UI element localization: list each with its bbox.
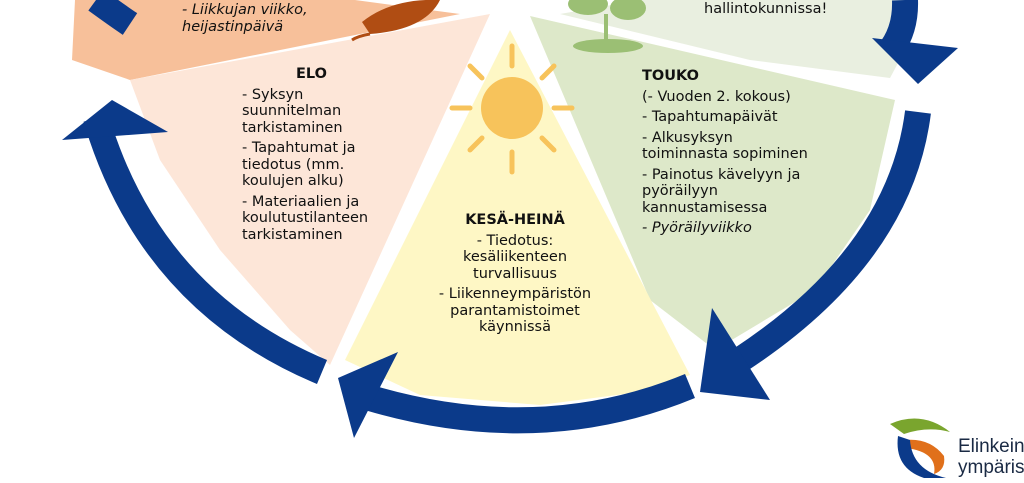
heinakuu-segment-text: - Liikkujan viikko, heijastinpäivä (182, 2, 308, 35)
logo-line-2: ympäristö (958, 457, 1024, 478)
elo-item-2-line-2: tiedotus (mm. (242, 156, 345, 173)
touko-item-3: - Alkusyksyn toiminnasta sopiminen (642, 130, 808, 163)
elo-item-1: - Syksyn suunnitelman tarkistaminen (242, 87, 368, 137)
arrow-bottom (366, 373, 695, 434)
touko-item-3-line-1: - Alkusyksyn (642, 129, 733, 146)
kesa-heina-item-2-line-1: - Liikenneympäristön (438, 286, 592, 302)
arrow-right (732, 110, 931, 371)
touko-item-3-line-2: toiminnasta sopiminen (642, 146, 808, 162)
elo-item-1-line-3: tarkistaminen (242, 119, 343, 136)
kesa-heina-item-2-line-3: käynnissä (478, 319, 551, 335)
elo-item-3-line-1: - Materiaalien ja (242, 193, 360, 210)
arrow-head-top-right (872, 38, 958, 84)
autumn-leaf-icon (351, 0, 440, 42)
kesa-heina-title: KESÄ-HEINÄ (465, 212, 565, 228)
touko-item-2-line-1: - Tapahtumapäivät (642, 109, 778, 125)
elo-item-2-line-3: koulujen alku) (242, 173, 344, 189)
touko-item-4-line-1: - Painotus kävelyyn ja (642, 166, 801, 183)
ely-logo-text: Elinkeino- ympäristö (958, 436, 1024, 478)
elo-title: ELO (296, 66, 327, 82)
kesa-heina-item-1-line-1: - Tiedotus: (476, 232, 554, 249)
touko-item-4: - Painotus kävelyyn ja pyöräilyyn kannus… (642, 167, 808, 217)
heinakuu-line-1: - Liikkujan viikko, (182, 2, 308, 18)
segment-elo (130, 14, 490, 365)
touko-item-1-line-1: (- Vuoden 2. kokous) (642, 88, 791, 105)
touko-segment: TOUKO (- Vuoden 2. kokous) - Tapahtumapä… (642, 68, 808, 237)
ely-logo-icon (890, 418, 950, 478)
arrow-top-left (88, 0, 138, 35)
kesa-heina-item-1-line-3: turvallisuus (473, 265, 557, 282)
kesa-heina-item-2-line-2: parantamistoimet (450, 302, 580, 319)
elo-item-3: - Materiaalien ja koulutustilanteen tark… (242, 194, 368, 244)
touko-title: TOUKO (642, 68, 699, 84)
kesa-heina-segment: KESÄ-HEINÄ - Tiedotus: kesäliikenteen tu… (420, 212, 610, 336)
sun-icon (449, 43, 575, 175)
sprout-icon (568, 0, 646, 53)
elo-item-2: - Tapahtumat ja tiedotus (mm. koulujen a… (242, 140, 368, 190)
top-right-line: hallintokunnissa! (704, 1, 828, 17)
touko-item-1: (- Vuoden 2. kokous) (642, 89, 808, 106)
touko-item-4-line-2: pyöräilyyn (642, 183, 718, 199)
elo-segment: ELO - Syksyn suunnitelman tarkistaminen … (242, 66, 368, 243)
kesa-heina-item-1: - Tiedotus: kesäliikenteen turvallisuus (420, 233, 610, 283)
heinakuu-line-2: heijastinpäivä (182, 18, 284, 35)
arrow-left (83, 114, 328, 384)
segment-touko (530, 16, 895, 350)
arrow-head-right (700, 308, 770, 400)
elo-item-3-line-2: koulutustilanteen (242, 210, 369, 226)
touko-item-2: - Tapahtumapäivät (642, 109, 808, 126)
logo-line-1: Elinkeino- (958, 436, 1024, 457)
touko-item-5-line-1: - Pyöräilyviikko (642, 220, 752, 236)
segment-kesa-heina (345, 30, 690, 405)
elo-item-1-line-1: - Syksyn (242, 86, 304, 103)
elo-item-3-line-3: tarkistaminen (242, 226, 343, 243)
touko-item-4-line-3: kannustamisessa (642, 199, 768, 216)
arrow-head-left (62, 100, 168, 140)
segment-top-green (560, 0, 910, 78)
arrow-head-bottom (338, 352, 398, 438)
top-right-segment-text: hallintokunnissa! (704, 1, 827, 18)
kesa-heina-item-1-line-2: kesäliikenteen (462, 249, 568, 265)
elo-item-2-line-1: - Tapahtumat ja (242, 140, 356, 156)
elo-item-1-line-2: suunnitelman (242, 103, 342, 119)
segment-top-orange (72, 0, 460, 80)
touko-item-5: - Pyöräilyviikko (642, 220, 808, 237)
kesa-heina-item-2: - Liikenneympäristön parantamistoimet kä… (420, 286, 610, 336)
